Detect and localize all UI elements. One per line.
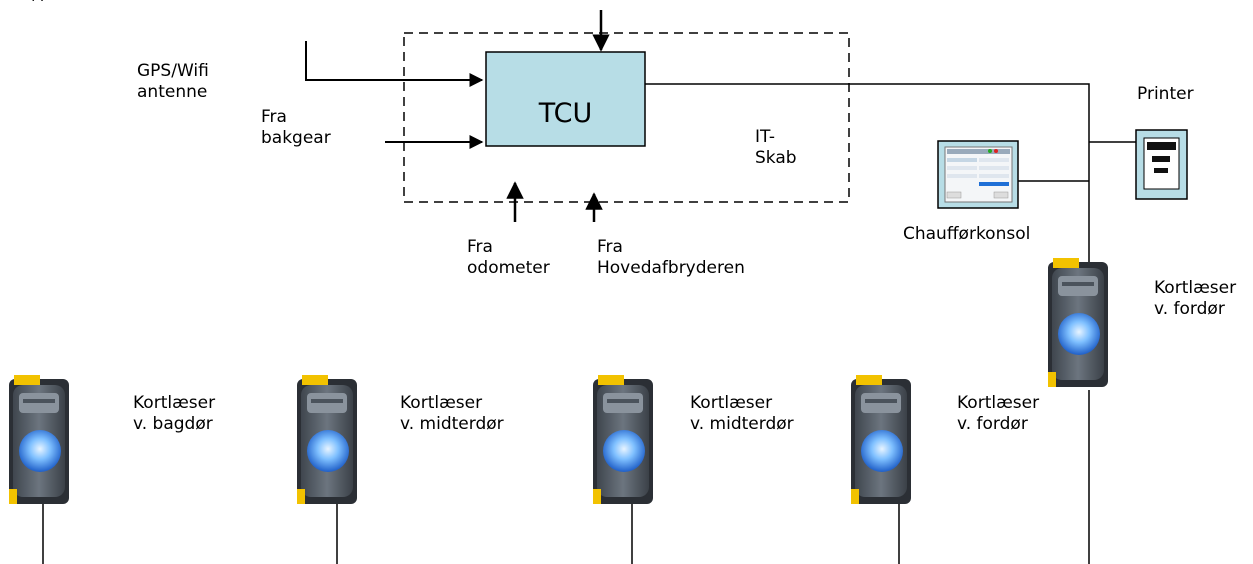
main-switch-line1: Fra [597, 237, 623, 257]
tcu-box [485, 51, 646, 147]
odometer-label: Fra odometer [467, 237, 550, 279]
reader-middle-2-line1: Kortlæser [690, 393, 773, 413]
reader-front-right-label: Kortlæser v. fordør [1154, 278, 1236, 320]
it-cabinet-label: IT- Skab [755, 127, 797, 169]
card-reader-front-right-icon [1048, 258, 1108, 387]
reader-middle-1-line2: v. midterdør [400, 414, 504, 434]
odometer-line1: Fra [467, 237, 493, 257]
reverse-gear-label: Fra bakgear [261, 107, 331, 149]
reader-front-left-line2: v. fordør [957, 414, 1028, 434]
gps-input-arrow [305, 41, 484, 87]
gps-label: GPS/Wifi antenne [137, 61, 209, 103]
it-cabinet-line1: IT- [755, 127, 775, 147]
gps-label-line1: GPS/Wifi [137, 61, 209, 81]
reader-front-right-line2: v. fordør [1154, 299, 1225, 319]
console-label: Chaufførkonsol [903, 224, 1031, 244]
top-caption-fragment: ( ) [30, 0, 49, 4]
printer-label: Printer [1137, 84, 1194, 104]
reader-middle-2-line2: v. midterdør [690, 414, 794, 434]
reader-rear-line1: Kortlæser [133, 393, 216, 413]
tcu-bus-line [645, 83, 1090, 262]
reverse-gear-line2: bakgear [261, 128, 331, 148]
odometer-line2: odometer [467, 258, 550, 278]
printer-icon [1135, 129, 1188, 200]
reader-middle-1-label: Kortlæser v. midterdør [400, 393, 504, 435]
reverse-gear-line1: Fra [261, 107, 287, 127]
it-cabinet-line2: Skab [755, 148, 797, 168]
reader-middle-1-line1: Kortlæser [400, 393, 483, 413]
gps-label-line2: antenne [137, 82, 208, 102]
reader-rear-line2: v. bagdør [133, 414, 213, 434]
it-cabinet-box [403, 32, 850, 203]
tcu-label: TCU [538, 98, 593, 129]
card-reader-middle-1-icon [297, 375, 357, 504]
console-icon [937, 140, 1019, 209]
main-switch-line2: Hovedafbryderen [597, 258, 745, 278]
reader-front-right-line1: Kortlæser [1154, 278, 1237, 298]
main-switch-label: Fra Hovedafbryderen [597, 237, 745, 279]
reader-front-left-label: Kortlæser v. fordør [957, 393, 1039, 435]
card-reader-rear-icon [9, 375, 69, 504]
reader-front-left-line1: Kortlæser [957, 393, 1040, 413]
card-reader-front-left-icon [851, 375, 911, 504]
reader-middle-2-label: Kortlæser v. midterdør [690, 393, 794, 435]
reader-rear-label: Kortlæser v. bagdør [133, 393, 215, 435]
card-reader-middle-2-icon [593, 375, 653, 504]
